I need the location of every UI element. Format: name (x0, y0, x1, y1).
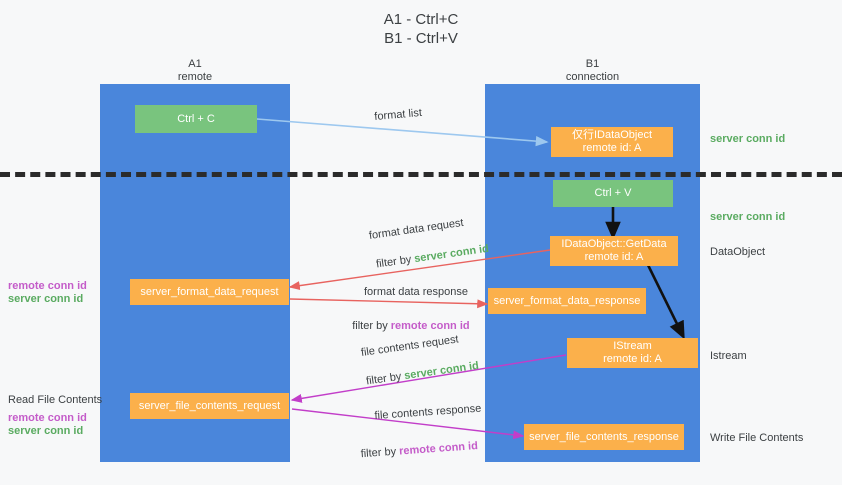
remote-conn-id-value: remote conn id (398, 440, 479, 458)
box-server-format-data-request[interactable]: server_format_data_request (130, 279, 289, 305)
edge-label-format-list: format list (373, 106, 423, 124)
box-server-file-contents-response[interactable]: server_file_contents_response (524, 424, 684, 450)
edge-label-format-data-response-filter: filter by remote conn id (340, 305, 470, 347)
edge-format-data-response (289, 298, 489, 309)
filter-prefix: filter by (365, 370, 406, 388)
box-ctrl-v[interactable]: Ctrl + V (553, 180, 673, 207)
left-label-read-file-contents: Read File Contents (8, 394, 103, 406)
right-label-dataobject: DataObject (710, 246, 766, 258)
edge-label-file-contents-response-filter: filter by remote conn id (347, 425, 479, 476)
lane-header-a1: A1 remote (177, 58, 213, 83)
right-label-write-file-contents: Write File Contents (710, 432, 804, 444)
edge-label-format-data-response: format data response (364, 286, 468, 298)
right-label-server-conn-id-top: server conn id (710, 133, 786, 145)
box-server-file-contents-request[interactable]: server_file_contents_request (130, 393, 289, 419)
right-label-server-conn-id-mid: server conn id (710, 211, 786, 223)
box-ctrl-c[interactable]: Ctrl + C (135, 105, 257, 133)
left-label-server-conn-id-lower: server conn id (8, 425, 84, 437)
right-label-istream: Istream (710, 350, 747, 362)
server-conn-id-value: server conn id (413, 242, 490, 266)
left-label-remote-conn-id-upper: remote conn id (8, 280, 87, 292)
box-server-format-data-response[interactable]: server_format_data_response (488, 288, 646, 314)
page-title: A1 - Ctrl+C B1 - Ctrl+V (383, 11, 459, 47)
box-istream[interactable]: IStream remote id: A (567, 338, 698, 368)
filter-prefix: filter by (352, 320, 391, 332)
edge-label-file-contents-response: file contents response (374, 402, 482, 423)
server-conn-id-value: server conn id (403, 359, 480, 383)
filter-prefix: filter by (375, 253, 416, 271)
box-idataobject-getdata[interactable]: IDataObject::GetData remote id: A (550, 236, 678, 266)
filter-prefix: filter by (360, 445, 400, 461)
remote-conn-id-value: remote conn id (390, 320, 470, 332)
lane-header-b1: B1 connection (565, 58, 620, 83)
left-label-server-conn-id-upper: server conn id (8, 293, 84, 305)
phase-divider (0, 172, 842, 177)
left-label-remote-conn-id-lower: remote conn id (8, 412, 87, 424)
box-idataobject[interactable]: 仅行IDataObject remote id: A (551, 127, 673, 157)
